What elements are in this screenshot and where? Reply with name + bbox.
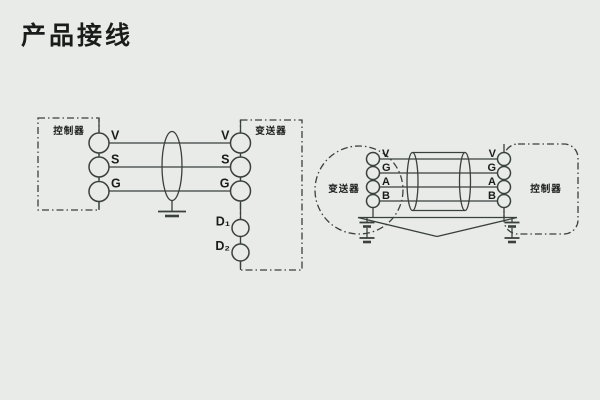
shield-drain-right — [436, 216, 518, 238]
right-wiring-diagram: 变送器 控制器 — [314, 143, 579, 244]
transmitter-terminal-s — [229, 156, 252, 178]
controller-terminal-g — [88, 180, 110, 203]
transmitter-terminal-label-d2: D₂ — [215, 239, 230, 253]
ground-icon — [359, 217, 375, 244]
transmitter-terminal-label-b: B — [382, 190, 390, 202]
controller-terminal-label-s: S — [111, 153, 119, 167]
controller-terminal-label-v: V — [111, 129, 120, 143]
cable-shield-icon — [161, 130, 183, 202]
controller-terminal-label-a: A — [488, 176, 496, 188]
transmitter-terminal-v — [229, 132, 252, 154]
page-title: 产品接线 — [21, 22, 134, 50]
transmitter-terminal-label-s: S — [221, 153, 229, 167]
controller-terminal-label-g: G — [487, 162, 496, 174]
controller-terminal-a — [496, 179, 512, 195]
transmitter-housing — [314, 145, 404, 235]
transmitter-terminal-label-g: G — [382, 162, 391, 174]
transmitter-terminal-v — [365, 151, 381, 167]
transmitter-terminal-label-a: A — [382, 176, 390, 188]
transmitter-terminal-d2 — [231, 243, 250, 262]
controller-terminal-label-b: B — [488, 190, 496, 202]
transmitter-terminal-b — [365, 193, 381, 209]
controller-terminal-b — [496, 193, 512, 209]
transmitter-terminal-label-g: G — [220, 177, 230, 191]
controller-terminal-label-v: V — [489, 148, 497, 160]
ground-icon — [158, 200, 186, 218]
transmitter-terminal-g — [365, 165, 381, 181]
transmitter-terminal-label-d1: D₁ — [216, 215, 230, 229]
controller-terminal-s — [88, 156, 110, 178]
transmitter-terminal-g — [229, 180, 252, 202]
controller-box-label: 控制器 — [53, 125, 85, 137]
controller-terminal-label-g: G — [111, 177, 121, 191]
transmitter-terminal-label-v: V — [382, 148, 390, 160]
transmitter-terminal-d1 — [231, 218, 250, 238]
controller-terminal-v — [496, 151, 512, 167]
controller-terminal-g — [496, 165, 512, 181]
transmitter-terminal-label-v: V — [221, 129, 230, 143]
controller-label: 控制器 — [530, 183, 562, 195]
cable-shield-tube-icon — [406, 151, 472, 212]
shield-drain-left — [357, 216, 438, 238]
transmitter-box-label: 变送器 — [255, 125, 287, 137]
transmitter-terminal-a — [365, 179, 381, 195]
left-wiring-diagram: 控制器 变送器 V S G V S G D₁ D₂ — [37, 117, 303, 271]
ground-icon — [504, 217, 520, 244]
controller-terminal-v — [88, 132, 110, 154]
transmitter-label: 变送器 — [328, 183, 360, 195]
